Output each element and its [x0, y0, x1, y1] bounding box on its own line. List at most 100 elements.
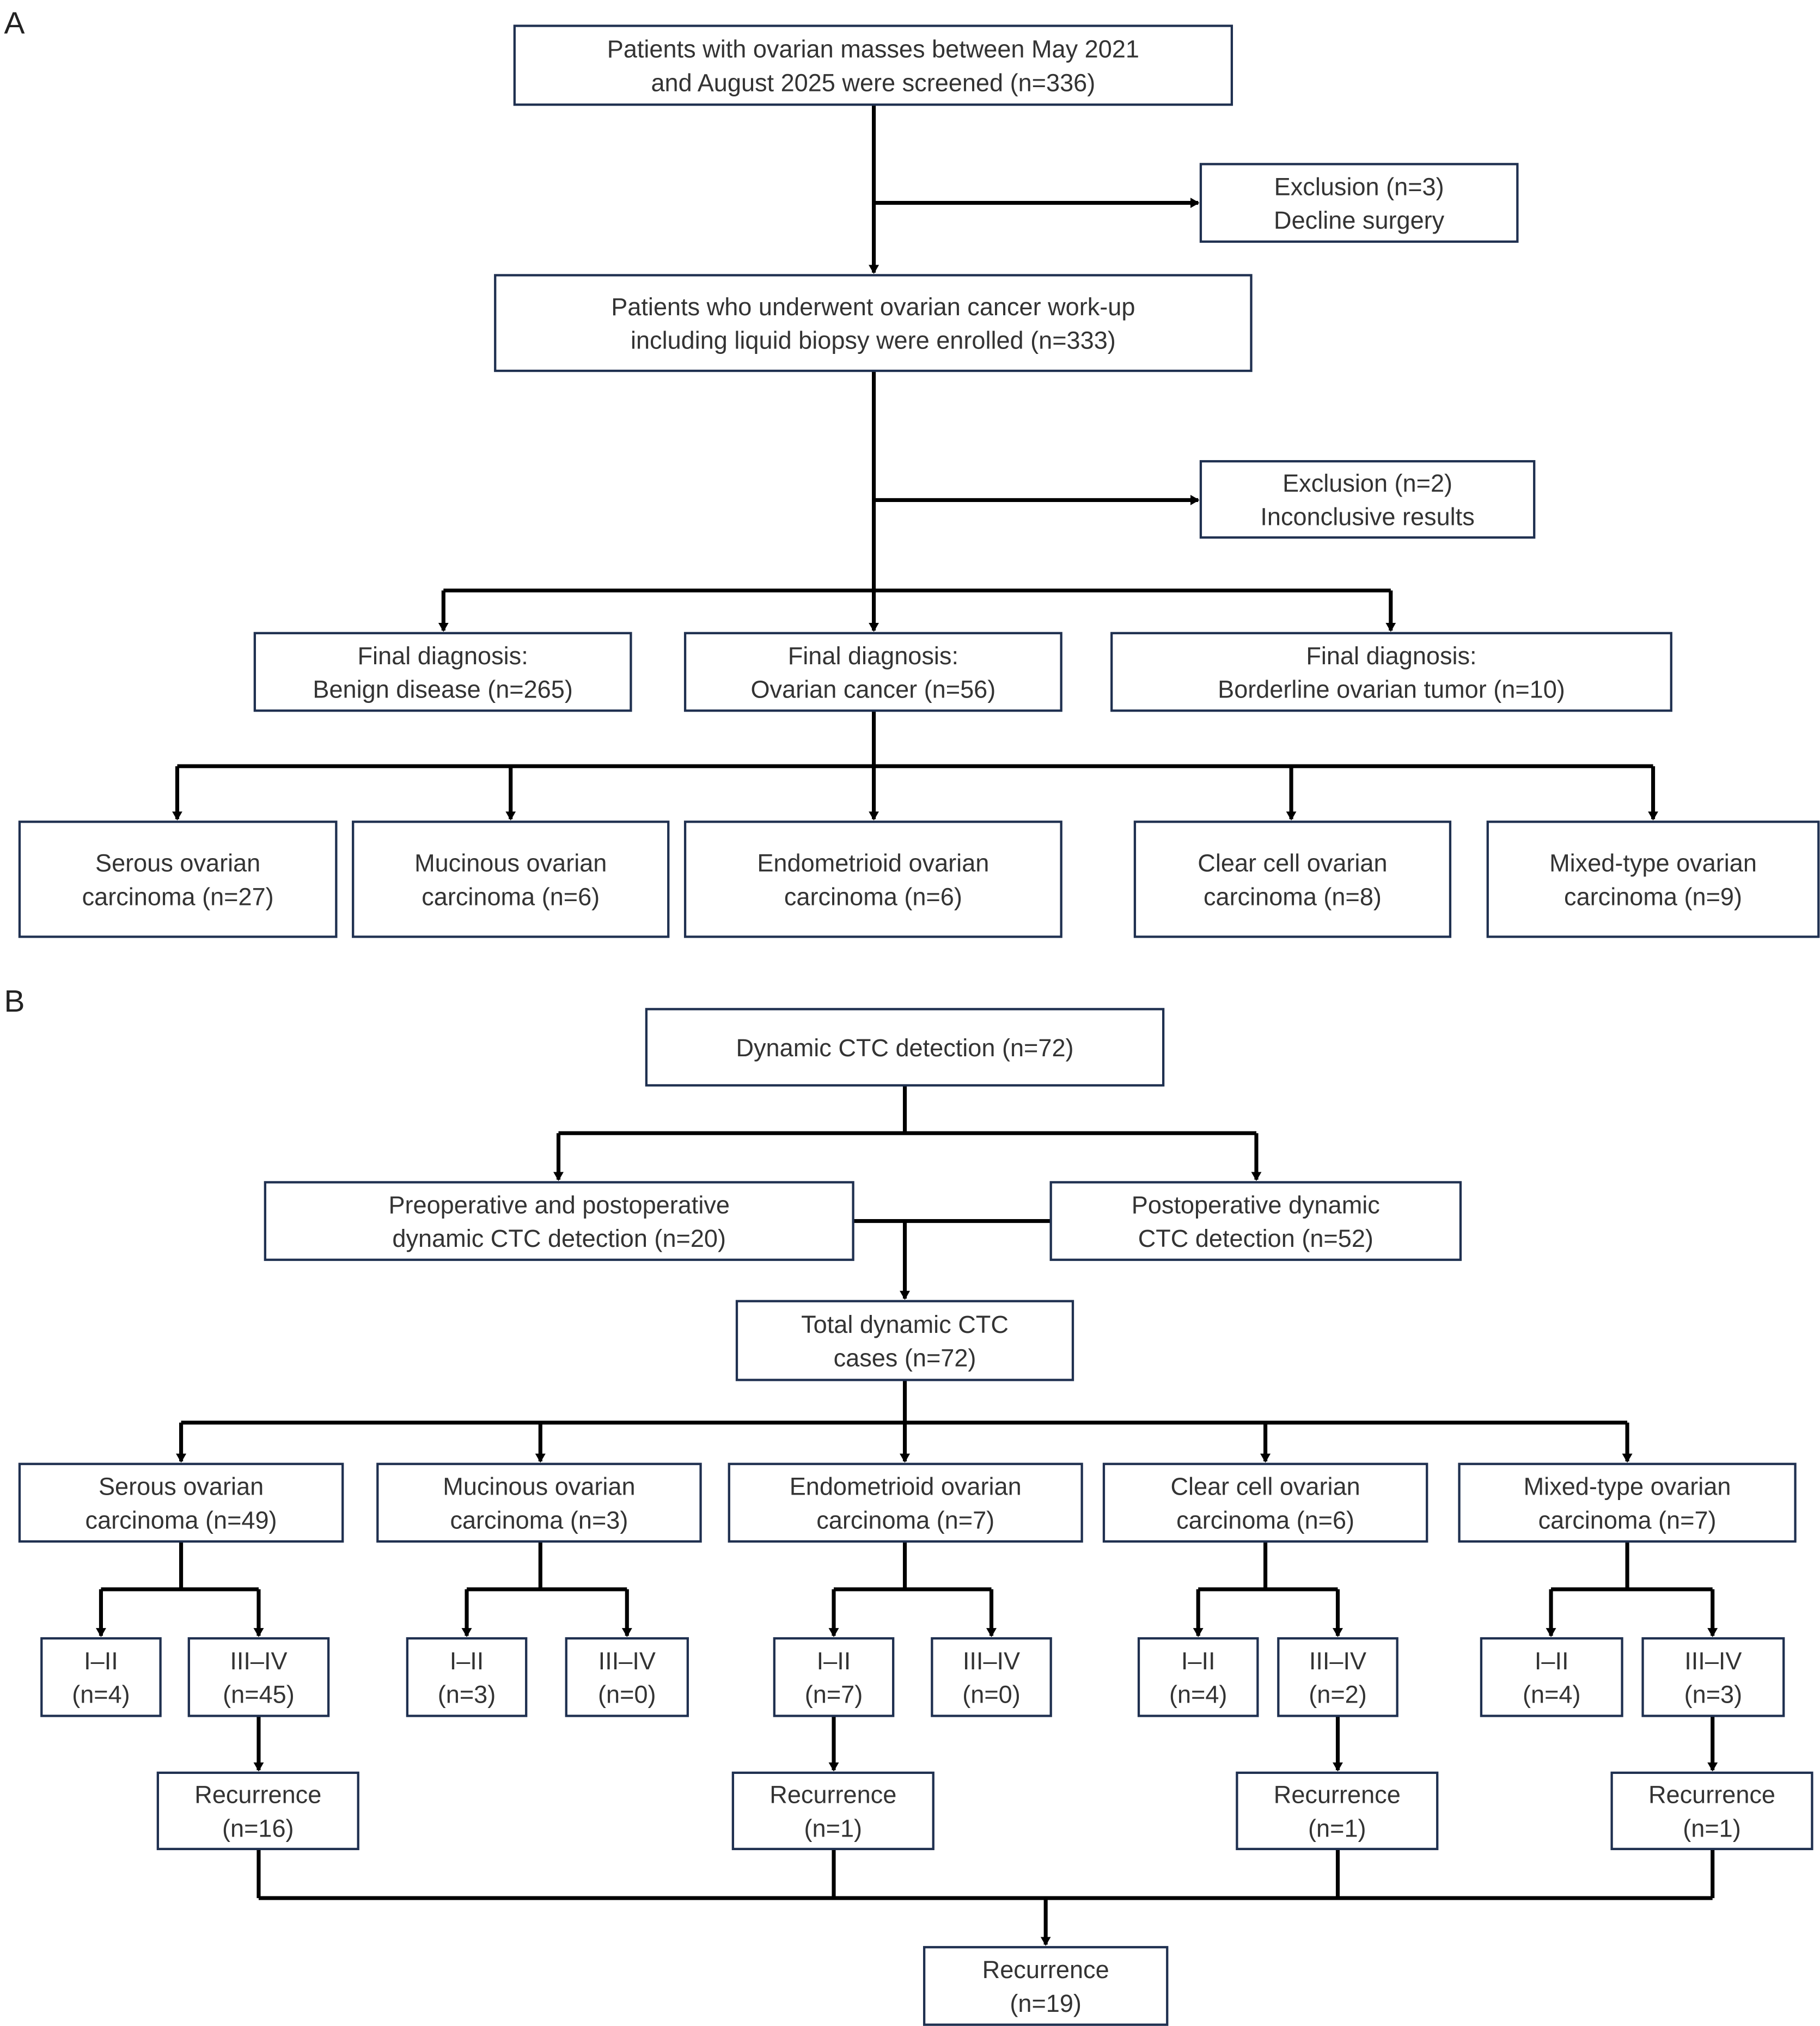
- panel-b-mucinous-late-box: III–IV (n=0): [565, 1637, 689, 1717]
- panel-b-endometrioid-early-box: I–II(n=7): [773, 1637, 895, 1717]
- box-frame: [1133, 821, 1452, 938]
- box-text-line: carcinoma (n=3): [450, 1506, 628, 1534]
- box-text-line: Benign disease (n=265): [313, 675, 572, 703]
- panel-a-screened-box: Patients with ovarian masses between May…: [513, 25, 1233, 106]
- box-text-line: carcinoma (n=8): [1204, 883, 1382, 910]
- box-text-line: (n=4): [1169, 1681, 1227, 1709]
- panel-b-mixed-late-box: III–IV(n=3): [1641, 1637, 1785, 1717]
- box-text-line: carcinoma (n=6): [422, 883, 600, 910]
- box-text-line: III–IV: [230, 1647, 287, 1675]
- box-frame: [731, 1771, 935, 1851]
- box-text-line: III–IV: [598, 1647, 656, 1675]
- box-frame: [1458, 1462, 1797, 1543]
- box-text-line: carcinoma (n=27): [82, 883, 274, 910]
- box-text-line: III–IV: [963, 1647, 1020, 1675]
- panel-b-serous-box: Serous ovarian carcinoma (n=49): [18, 1462, 344, 1543]
- box-text-line: Exclusion (n=3): [1274, 173, 1444, 200]
- box-frame: [406, 1637, 528, 1717]
- box-frame: [1102, 1462, 1428, 1543]
- box-text-line: Inconclusive results: [1260, 503, 1474, 531]
- box-text-line: (n=4): [1523, 1681, 1581, 1709]
- box-text-line: Recurrence: [194, 1781, 321, 1809]
- box-text-line: Patients with ovarian masses between May…: [607, 35, 1139, 63]
- box-text-line: Mixed-type ovarian: [1549, 849, 1757, 877]
- box-frame: [1199, 163, 1519, 243]
- panel-b-endometrioid-late-box: III–IV(n=0): [931, 1637, 1052, 1717]
- panel-b-endometrioid-recurrence-box: Recurrence(n=1): [731, 1771, 935, 1851]
- box-frame: [1049, 1181, 1462, 1261]
- box-frame: [494, 274, 1253, 372]
- box-text-line: I–II: [1181, 1647, 1216, 1675]
- box-text-line: carcinoma (n=7): [816, 1506, 994, 1534]
- box-text-line: (n=4): [72, 1681, 130, 1709]
- box-text-line: III–IV: [1309, 1647, 1366, 1675]
- panel-b-pre-post-box: Preoperative and postoperative dynamic CT…: [264, 1181, 854, 1261]
- box-frame: [352, 821, 670, 938]
- panel-a-serous-box: Serous ovarian carcinoma (n=27): [18, 821, 338, 938]
- box-text-line: Endometrioid ovarian: [790, 1473, 1022, 1501]
- panel-b-clear-cell-late-box: III–IV (n=2): [1277, 1637, 1398, 1717]
- box-text-line: I–II: [1535, 1647, 1569, 1675]
- box-text-line: Borderline ovarian tumor (n=10): [1218, 675, 1565, 703]
- box-text-line: Clear cell ovarian: [1170, 1473, 1360, 1501]
- box-text-line: carcinoma (n=49): [85, 1506, 277, 1534]
- panel-b-serous-late-box: III–IV (n=45): [187, 1637, 330, 1717]
- box-text-line: Serous ovarian: [99, 1473, 264, 1501]
- box-frame: [513, 25, 1233, 106]
- box-text-line: (n=7): [805, 1681, 863, 1709]
- panel-b-serous-recurrence-box: Recurrence(n=16): [156, 1771, 359, 1851]
- box-text-line: (n=1): [1308, 1814, 1366, 1842]
- box-frame: [773, 1637, 895, 1717]
- box-frame: [1486, 821, 1820, 938]
- panel-a-cancer-box: Final diagnosis:Ovarian cancer (n=56): [683, 632, 1062, 712]
- box-text-line: and August 2025 were screened (n=336): [651, 69, 1095, 96]
- box-text-line: Final diagnosis:: [358, 642, 528, 670]
- box-text-line: Mucinous ovarian: [414, 849, 607, 877]
- panel-b-clear-cell-early-box: I–II (n=4): [1137, 1637, 1259, 1717]
- box-frame: [253, 632, 632, 712]
- panel-a-exclusion-2-box: Exclusion (n=2)Inconclusive results: [1199, 460, 1536, 539]
- box-frame: [735, 1300, 1074, 1381]
- box-frame: [40, 1637, 162, 1717]
- box-text-line: Serous ovarian: [95, 849, 260, 877]
- box-text-line: Dynamic CTC detection (n=72): [736, 1034, 1073, 1062]
- box-text-line: Endometrioid ovarian: [757, 849, 989, 877]
- box-frame: [187, 1637, 330, 1717]
- panel-b-label: B: [4, 984, 25, 1019]
- box-text-line: I–II: [450, 1647, 484, 1675]
- box-text-line: (n=1): [1683, 1814, 1741, 1842]
- box-text-line: Recurrence: [1648, 1781, 1775, 1809]
- box-frame: [683, 821, 1062, 938]
- box-frame: [1480, 1637, 1623, 1717]
- panel-b-serous-early-box: I–II(n=4): [40, 1637, 162, 1717]
- panel-a-benign-box: Final diagnosis: Benign disease (n=265): [253, 632, 632, 712]
- box-text-line: (n=45): [223, 1681, 295, 1709]
- box-frame: [565, 1637, 689, 1717]
- panel-a-mucinous-box: Mucinous ovarian carcinoma (n=6): [352, 821, 670, 938]
- box-text-line: Final diagnosis:: [788, 642, 958, 670]
- box-text-line: (n=19): [1010, 1990, 1082, 2017]
- box-text-line: including liquid biopsy were enrolled (n…: [631, 327, 1116, 354]
- box-text-line: Final diagnosis:: [1306, 642, 1476, 670]
- box-frame: [1137, 1637, 1259, 1717]
- box-frame: [931, 1637, 1052, 1717]
- box-text-line: carcinoma (n=7): [1538, 1506, 1717, 1534]
- box-frame: [18, 1462, 344, 1543]
- box-text-line: (n=0): [598, 1681, 656, 1709]
- box-text-line: Preoperative and postoperative: [388, 1191, 730, 1219]
- box-text-line: III–IV: [1684, 1647, 1742, 1675]
- box-text-line: (n=1): [804, 1814, 863, 1842]
- panel-b-mixed-recurrence-box: Recurrence (n=1): [1610, 1771, 1813, 1851]
- box-text-line: (n=2): [1309, 1681, 1367, 1709]
- panel-b-clear-cell-recurrence-box: Recurrence(n=1): [1236, 1771, 1439, 1851]
- box-text-line: Recurrence: [982, 1956, 1109, 1984]
- box-frame: [1277, 1637, 1398, 1717]
- box-text-line: dynamic CTC detection (n=20): [392, 1225, 726, 1252]
- box-text-line: Mucinous ovarian: [443, 1473, 635, 1501]
- box-text-line: Decline surgery: [1274, 206, 1445, 234]
